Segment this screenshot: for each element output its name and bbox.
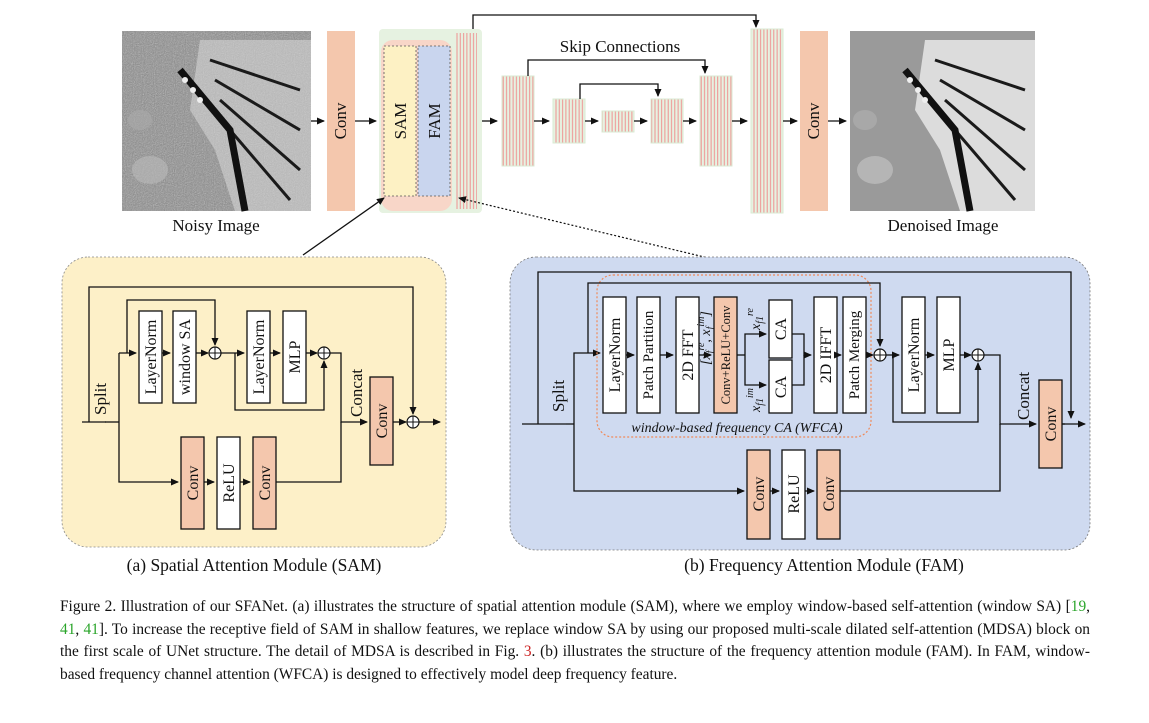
sam-concat-label: Concat	[347, 369, 366, 417]
fam-patch-merging-label: Patch Merging	[847, 310, 863, 399]
sam-window-sa-label: window SA	[177, 319, 194, 395]
fam-ifft-label: 2D IFFT	[818, 327, 835, 384]
caption-ref-1[interactable]: 19	[1070, 598, 1087, 615]
caption-ref-2[interactable]: 41	[60, 620, 76, 638]
fam-ca-top-label: CA	[773, 317, 790, 340]
sam-conv-right	[369, 376, 394, 466]
caption-part1: Figure 2. Illustration of our SFANet. (a…	[60, 598, 1071, 615]
conv-in-label: Conv	[331, 102, 350, 139]
sam-label: SAM	[391, 103, 410, 140]
decoder-stage3	[650, 98, 684, 144]
sam-layernorm2-label: LayerNorm	[251, 319, 268, 394]
sam-layernorm2	[246, 310, 271, 404]
fam-conv-relu-conv-label: Conv+ReLU+Conv	[719, 305, 733, 405]
decoder-stage1	[750, 28, 784, 214]
fam-label: FAM	[425, 103, 444, 139]
sam-block	[383, 45, 417, 197]
caption-part2: ]. To increase the receptive field of SA…	[60, 620, 1090, 661]
fam-layernorm1-label: LayerNorm	[607, 317, 624, 392]
figure-caption: Figure 2. Illustration of our SFANet. (a…	[60, 596, 1090, 686]
caption-fig-ref[interactable]: 3	[523, 643, 532, 660]
encoder-stage2	[501, 75, 535, 167]
fam-conv-b	[816, 449, 841, 540]
fam-split-label: Split	[549, 380, 568, 412]
fam-patch-partition-label: Patch Partition	[641, 310, 657, 399]
denoised-image	[850, 31, 1035, 212]
sam-layernorm1-label: LayerNorm	[143, 319, 160, 394]
conv-out-block	[800, 31, 828, 211]
caption-comma2: ,	[75, 620, 84, 638]
bottleneck-stage	[601, 110, 635, 133]
fam-fft-label: 2D FFT	[680, 329, 697, 380]
sam-caption: (a) Spatial Attention Module (SAM)	[127, 555, 382, 575]
fam-caption: (b) Frequency Attention Module (FAM)	[684, 555, 964, 575]
skip-connections-label: Skip Connections	[560, 37, 680, 56]
noisy-image-label: Noisy Image	[172, 216, 259, 235]
sam-layernorm1	[138, 310, 163, 404]
sam-mlp	[282, 310, 307, 404]
fam-relu-label: ReLU	[786, 474, 803, 514]
fam-ca-bottom	[768, 359, 793, 414]
conv-out-label: Conv	[804, 102, 823, 139]
caption-ref-3[interactable]: 41	[83, 620, 99, 638]
conv-in-block	[327, 31, 355, 211]
fam-relu	[781, 449, 806, 540]
fam-conv-a	[746, 449, 771, 540]
fam-block	[417, 45, 451, 197]
sam-window-sa	[172, 310, 197, 404]
sam-conv-b	[252, 436, 277, 530]
svg-text:[xfre, xfim]: [xfre, xfim]	[696, 311, 716, 365]
sam-relu-label: ReLU	[221, 463, 238, 503]
noisy-image	[122, 31, 311, 212]
sam-split-label: Split	[91, 383, 110, 415]
fam-conv-a-label: Conv	[751, 477, 768, 512]
sam-conv-right-label: Conv	[374, 404, 391, 439]
fam-ca-bottom-label: CA	[773, 375, 790, 398]
decoder-stage2	[699, 75, 733, 167]
wfca-region	[596, 274, 872, 438]
fam-conv-right-label: Conv	[1043, 407, 1060, 442]
sam-mlp-label: MLP	[287, 340, 304, 373]
wfca-label: window-based frequency CA (WFCA)	[631, 421, 842, 436]
fam-conv-b-label: Conv	[821, 477, 838, 512]
fam-concat-label: Concat	[1014, 372, 1033, 420]
fft-output-symbol: [xfre, xfim]	[696, 311, 716, 365]
fam-ca-top	[768, 299, 793, 359]
sam-conv-b-label: Conv	[257, 466, 274, 501]
caption-comma1: ,	[1086, 598, 1090, 615]
fft-out-bracket: [x	[699, 353, 714, 365]
fam-layernorm2-label: LayerNorm	[906, 317, 923, 392]
sam-conv-a-label: Conv	[185, 466, 202, 501]
caption-part3: . (b) illustrates the structure of the f…	[60, 643, 1090, 683]
sam-conv-a	[180, 436, 205, 530]
denoised-image-label: Denoised Image	[888, 216, 999, 235]
encoder-stage3	[552, 98, 586, 144]
fam-mlp-label: MLP	[941, 338, 958, 371]
sam-relu	[216, 436, 241, 530]
